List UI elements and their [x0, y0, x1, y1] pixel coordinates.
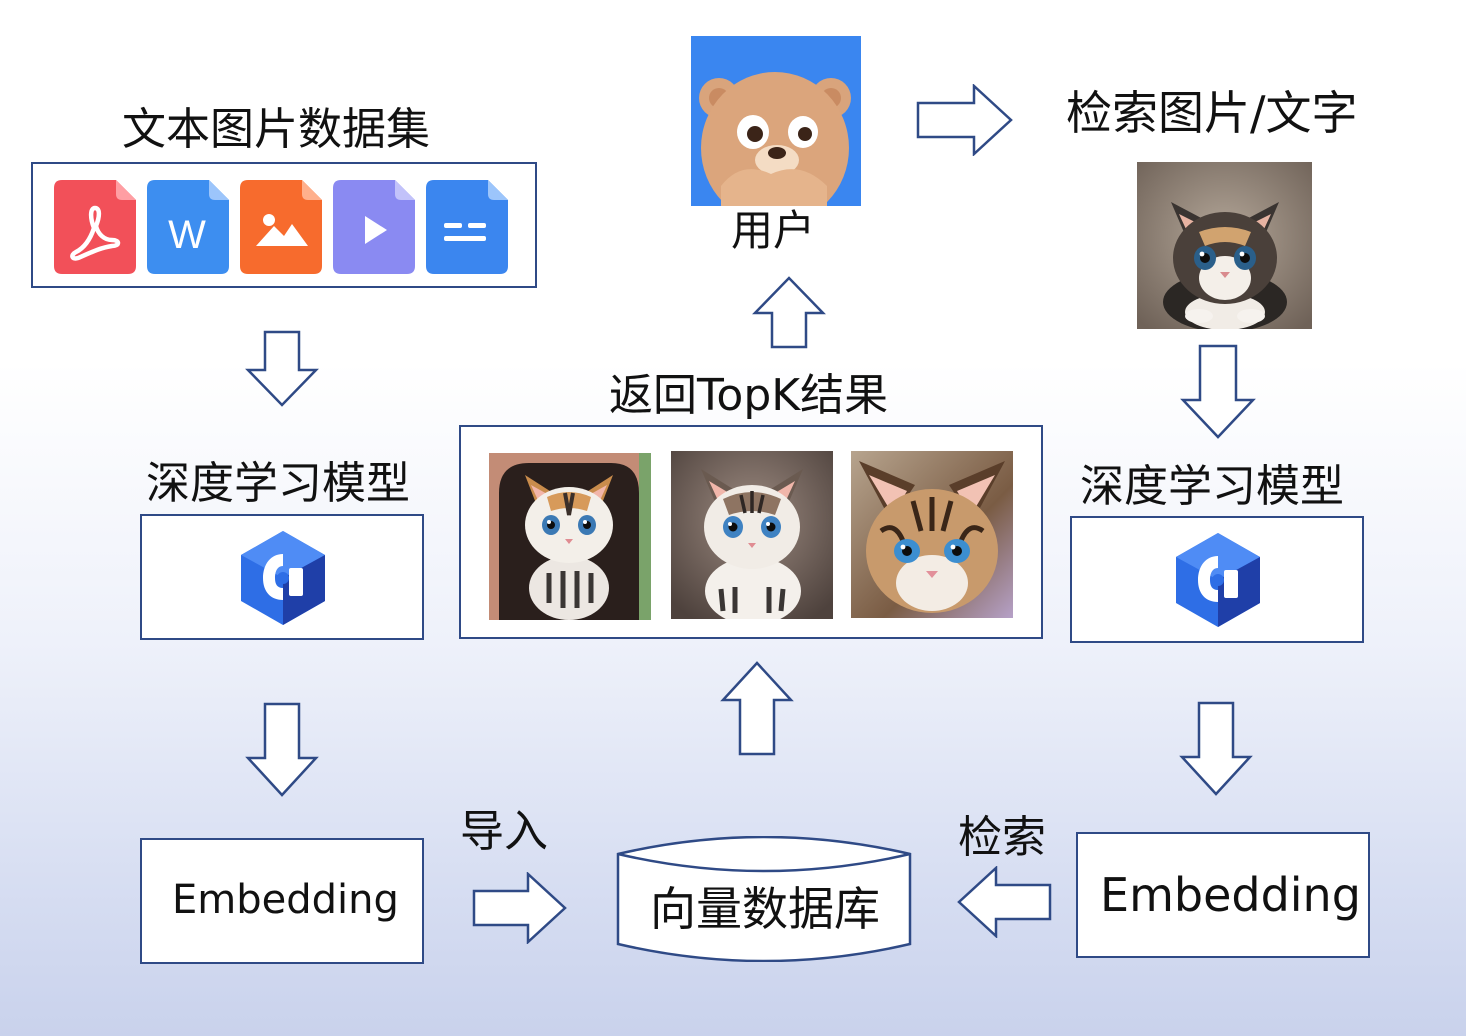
arrow-down-icon — [1179, 701, 1253, 796]
arrow-down-icon — [1180, 344, 1256, 439]
embedding-right-box: Embedding — [1076, 832, 1370, 958]
model-left-title: 深度学习模型 — [146, 458, 410, 509]
query-kitten-image — [1137, 162, 1312, 329]
pdf-file-icon — [54, 180, 136, 274]
embedding-left-label: Embedding — [172, 877, 399, 923]
model-left-box — [140, 514, 424, 640]
arrow-left-icon — [957, 866, 1052, 938]
arrow-down-icon — [245, 330, 319, 407]
arrow-right-icon — [916, 84, 1013, 156]
word-file-icon: W — [147, 180, 229, 274]
import-label: 导入 — [460, 806, 548, 857]
user-avatar — [691, 36, 861, 206]
query-title: 检索图片/文字 — [1066, 86, 1358, 140]
model-logo-icon — [241, 531, 325, 625]
dataset-title: 文本图片数据集 — [122, 104, 430, 155]
model-right-title: 深度学习模型 — [1080, 461, 1344, 512]
bear-icon — [699, 72, 851, 206]
dataset-box: W — [31, 162, 537, 288]
arrow-down-icon — [245, 702, 319, 797]
video-file-icon — [333, 180, 415, 274]
result-kitten-image — [671, 451, 833, 619]
search-label: 检索 — [958, 812, 1046, 863]
embedding-left-box: Embedding — [140, 838, 424, 964]
result-kitten-image — [489, 453, 651, 620]
vector-db-cylinder — [616, 836, 912, 962]
image-file-icon — [240, 180, 322, 274]
db-label: 向量数据库 — [650, 882, 880, 936]
arrow-up-icon — [720, 661, 794, 756]
arrow-up-icon — [752, 276, 826, 349]
word-glyph: W — [168, 213, 206, 257]
model-logo-icon — [1176, 533, 1260, 627]
result-kitten-image — [851, 451, 1013, 618]
arrow-right-icon — [472, 872, 567, 944]
results-box — [459, 425, 1043, 639]
user-label: 用户 — [731, 206, 816, 255]
model-right-box — [1070, 516, 1364, 643]
embedding-right-label: Embedding — [1100, 868, 1361, 922]
results-title: 返回TopK结果 — [609, 370, 889, 421]
doc-file-icon — [426, 180, 508, 274]
